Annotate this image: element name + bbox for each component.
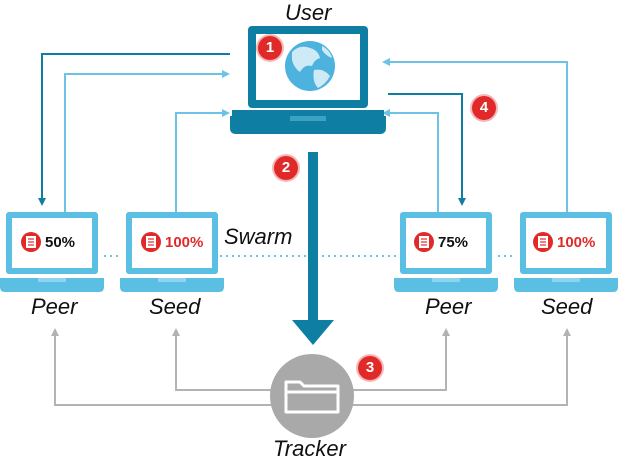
document-icon	[414, 232, 434, 252]
seed-left-laptop	[120, 212, 224, 292]
document-icon	[141, 232, 161, 252]
tracker-label: Tracker	[273, 436, 346, 461]
upload-arrows	[64, 58, 568, 212]
document-icon	[533, 232, 553, 252]
globe-icon	[285, 41, 335, 91]
arrow-seed-right-to-user	[382, 58, 568, 212]
arrow-peer-left-to-user	[64, 70, 230, 212]
seed-left-progress: 100%	[165, 234, 204, 251]
step-badge-3: 3	[358, 356, 382, 380]
user-label: User	[285, 0, 332, 25]
request-arrow	[292, 152, 334, 345]
peer-left-label: Peer	[31, 294, 78, 319]
peer-right-progress: 75%	[438, 234, 469, 251]
peer-left-laptop	[0, 212, 104, 292]
user-laptop	[230, 26, 386, 134]
arrow-user-to-peer-left	[38, 53, 230, 206]
step-badge-4: 4	[472, 96, 496, 120]
arrow-tracker-to-peer-right	[352, 328, 450, 391]
seed-right-progress: 100%	[557, 234, 596, 251]
swarm-label: Swarm	[224, 224, 293, 249]
peer-right-label: Peer	[425, 294, 472, 319]
seed-right-label: Seed	[541, 294, 593, 319]
step-badge-1: 1	[258, 36, 282, 60]
arrow-tracker-to-seed-right	[352, 328, 571, 406]
folder-icon	[284, 380, 340, 414]
arrow-user-to-peer-right	[388, 93, 466, 206]
tracker-node	[270, 354, 354, 438]
step-badge-2: 2	[274, 156, 298, 180]
peer-left-progress: 50%	[45, 234, 76, 251]
arrow-tracker-to-peer-left	[51, 328, 272, 406]
arrow-tracker-to-seed-left	[172, 328, 272, 391]
peer-right-laptop	[394, 212, 498, 292]
arrow-seed-left-to-user	[175, 109, 230, 212]
document-icon	[21, 232, 41, 252]
download-arrows	[38, 53, 466, 206]
seed-left-label: Seed	[149, 294, 201, 319]
seed-right-laptop	[514, 212, 618, 292]
arrow-peer-right-to-user	[382, 109, 439, 212]
tracker-arrows	[51, 328, 571, 406]
